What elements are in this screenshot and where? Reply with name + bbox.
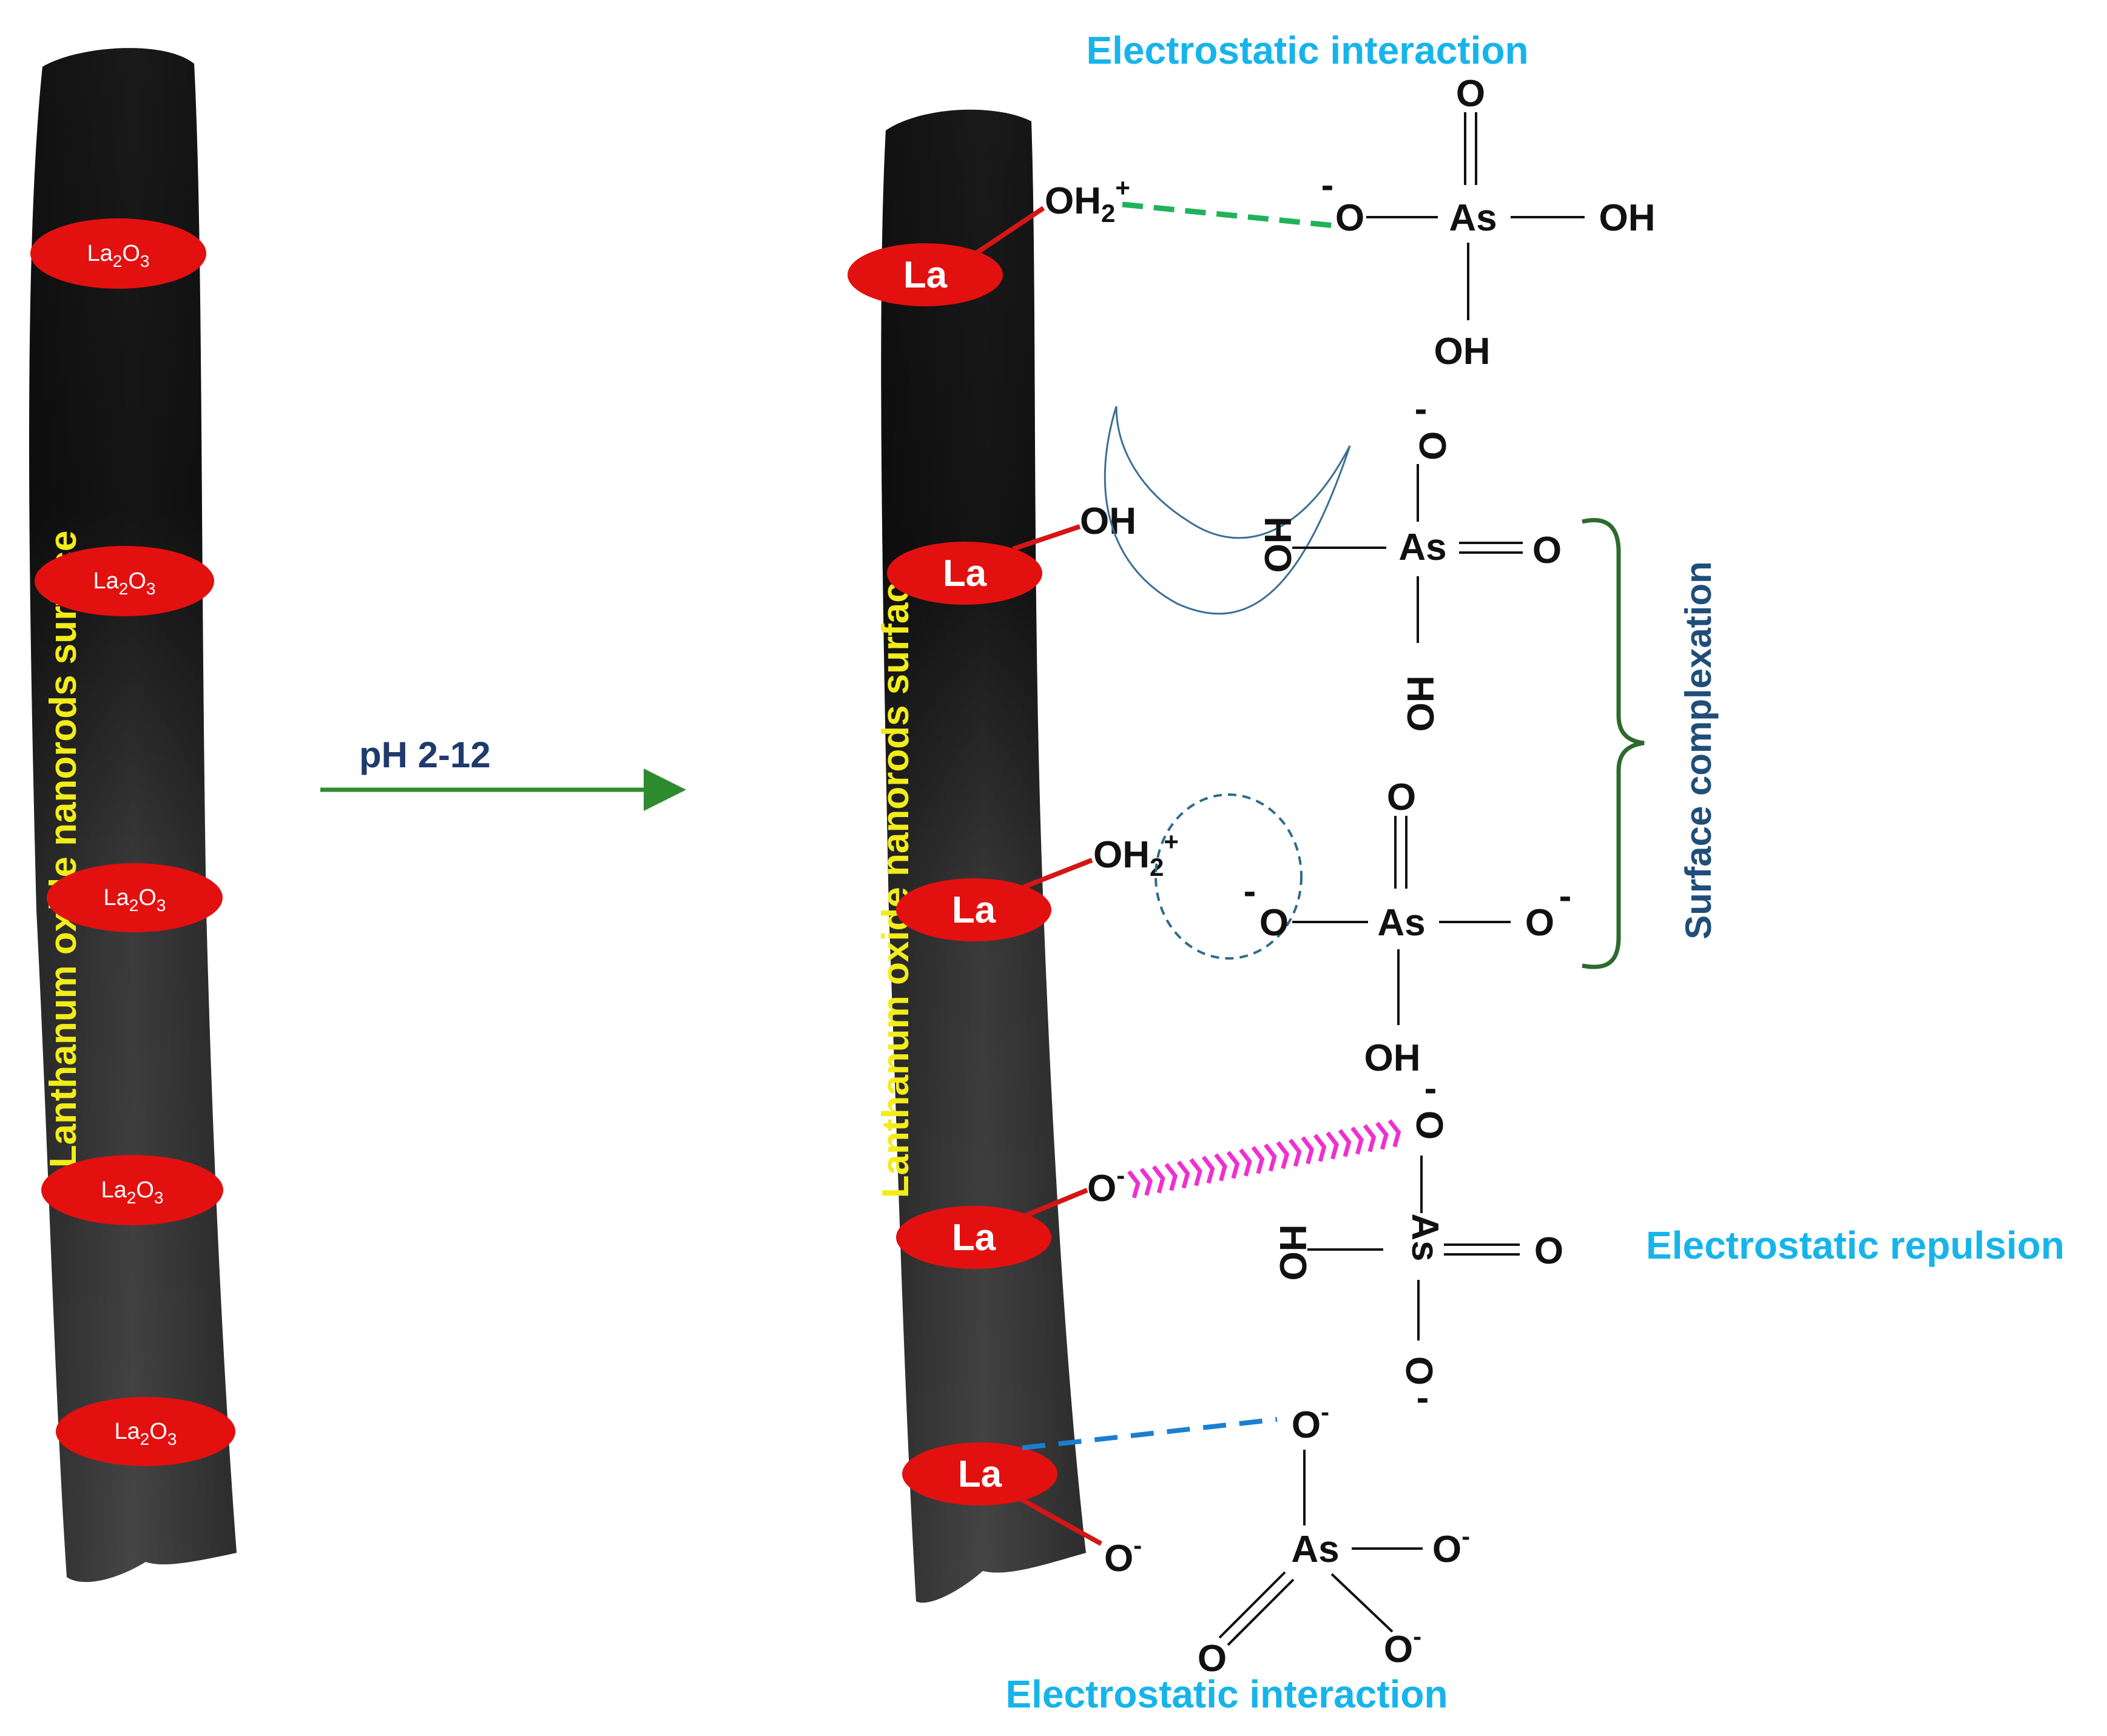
repulsion-chevron — [1350, 1126, 1364, 1155]
site5-o-minus: O- — [1104, 1531, 1142, 1580]
svg-text:O: O — [1335, 197, 1364, 239]
svg-text:O: O — [1532, 530, 1562, 571]
svg-text:-: - — [1417, 1377, 1429, 1419]
repulsion-chevron — [1127, 1170, 1141, 1199]
la-site-2: La — [887, 524, 1081, 605]
svg-text:As: As — [1404, 1213, 1446, 1261]
site1-oh2-plus: OH2+ — [1045, 173, 1130, 227]
svg-text:La2O3: La2O3 — [115, 1419, 177, 1448]
arsenate-4: - O HO As O O - — [1272, 1068, 1563, 1419]
site3-oh2-plus: OH2+ — [1093, 827, 1179, 881]
surface-complexation-bracket — [1582, 517, 1645, 969]
svg-text:O-: O- — [1292, 1398, 1329, 1446]
repulsion-chevron — [1276, 1141, 1290, 1169]
repulsion-chevron — [1176, 1160, 1190, 1189]
svg-text:HO: HO — [1256, 517, 1298, 573]
repulsion-chevron — [1326, 1131, 1339, 1160]
svg-text:O: O — [1198, 1638, 1227, 1680]
svg-text:O: O — [1456, 73, 1485, 115]
la2o3-site: La2O3 — [41, 1155, 223, 1225]
arsenate-2: - O HO As O HO — [1256, 388, 1562, 732]
repulsion-chevron — [1251, 1146, 1265, 1174]
svg-text:O-: O- — [1432, 1522, 1470, 1570]
repulsion-chevron — [1288, 1139, 1302, 1167]
svg-text:La2O3: La2O3 — [93, 568, 156, 598]
left-rod-vertical-label: Lanthanum oxide nanorods surface — [42, 531, 84, 1168]
la2o3-site: La2O3 — [56, 1397, 235, 1466]
svg-text:As: As — [1398, 527, 1446, 568]
svg-text:O: O — [1398, 1356, 1440, 1385]
svg-text:O: O — [1411, 431, 1453, 460]
svg-text:La2O3: La2O3 — [104, 885, 166, 915]
svg-text:O-: O- — [1384, 1622, 1421, 1670]
svg-text:La: La — [943, 553, 987, 594]
repulsion-chevron — [1363, 1124, 1377, 1152]
la-site-3: La — [896, 858, 1093, 941]
la-site-4: La — [896, 1188, 1088, 1269]
arrow-label: pH 2-12 — [359, 735, 491, 775]
repulsion-chevron — [1301, 1136, 1315, 1165]
svg-text:O: O — [1408, 1111, 1450, 1140]
blue-dash-bond — [1022, 1417, 1278, 1450]
repulsion-chevron — [1375, 1122, 1389, 1150]
svg-text:La: La — [958, 1453, 1002, 1495]
svg-text:-: - — [1321, 164, 1334, 206]
svg-text:La: La — [952, 1217, 996, 1259]
la2o3-site: La2O3 — [35, 546, 214, 616]
label-electrostatic-interaction-top: Electrostatic interaction — [1086, 29, 1528, 72]
svg-text:La: La — [903, 254, 948, 296]
arsenate-5: O- As O- O- O — [1198, 1398, 1470, 1680]
repulsion-chevron — [1226, 1151, 1240, 1179]
svg-text:-: - — [1424, 1068, 1437, 1109]
repulsion-chevron — [1164, 1163, 1178, 1191]
svg-text:O: O — [1525, 902, 1554, 944]
svg-text:OH: OH — [1599, 197, 1656, 239]
la-site-5: La — [902, 1442, 1102, 1546]
site4-o-minus: O- — [1087, 1161, 1125, 1209]
repulsion-chevron — [1139, 1168, 1153, 1196]
repulsion-chevron — [1338, 1129, 1352, 1157]
repulsion-chevron — [1264, 1143, 1277, 1172]
svg-text:La2O3: La2O3 — [101, 1177, 164, 1207]
repulsion-chevron — [1387, 1119, 1401, 1148]
repulsion-chevron — [1201, 1156, 1215, 1184]
arsenate-1: - O As OH O OH — [1321, 73, 1656, 372]
repulsion-chevron — [1239, 1148, 1252, 1177]
svg-text:O: O — [1534, 1230, 1563, 1272]
svg-text:HO: HO — [1272, 1225, 1313, 1281]
la-site-1: La — [848, 206, 1045, 306]
green-dash-bond — [1122, 201, 1335, 229]
la2o3-site: La2O3 — [30, 218, 206, 289]
svg-text:HO: HO — [1399, 676, 1441, 732]
right-rod-vertical-label: Lanthanum oxide nanorods surface — [875, 561, 917, 1199]
svg-text:As: As — [1449, 197, 1497, 239]
label-electrostatic-repulsion: Electrostatic repulsion — [1646, 1223, 2065, 1267]
la2o3-site: La2O3 — [47, 863, 223, 932]
repulsion-chevrons — [1127, 1119, 1401, 1199]
svg-text:OH: OH — [1434, 331, 1491, 372]
svg-text:-: - — [1244, 870, 1256, 912]
crescent-shape — [1104, 406, 1351, 615]
svg-text:La: La — [952, 889, 996, 931]
svg-text:-: - — [1559, 875, 1572, 917]
repulsion-chevron — [1214, 1153, 1227, 1182]
arsenate-3: - O As O - O OH — [1244, 776, 1572, 1079]
repulsion-chevron — [1151, 1165, 1165, 1194]
label-surface-complexation: Surface complexation — [1678, 561, 1719, 940]
repulsion-chevron — [1313, 1134, 1327, 1162]
svg-text:As: As — [1291, 1529, 1339, 1570]
svg-text:O: O — [1387, 776, 1416, 818]
label-electrostatic-interaction-bottom: Electrostatic interaction — [1005, 1672, 1448, 1716]
svg-text:As: As — [1377, 902, 1425, 944]
svg-text:La2O3: La2O3 — [87, 241, 150, 271]
dashed-circle — [1155, 793, 1303, 960]
svg-text:OH: OH — [1364, 1037, 1421, 1079]
repulsion-chevron — [1189, 1158, 1202, 1186]
svg-text:-: - — [1415, 388, 1428, 430]
svg-text:O: O — [1259, 902, 1289, 944]
